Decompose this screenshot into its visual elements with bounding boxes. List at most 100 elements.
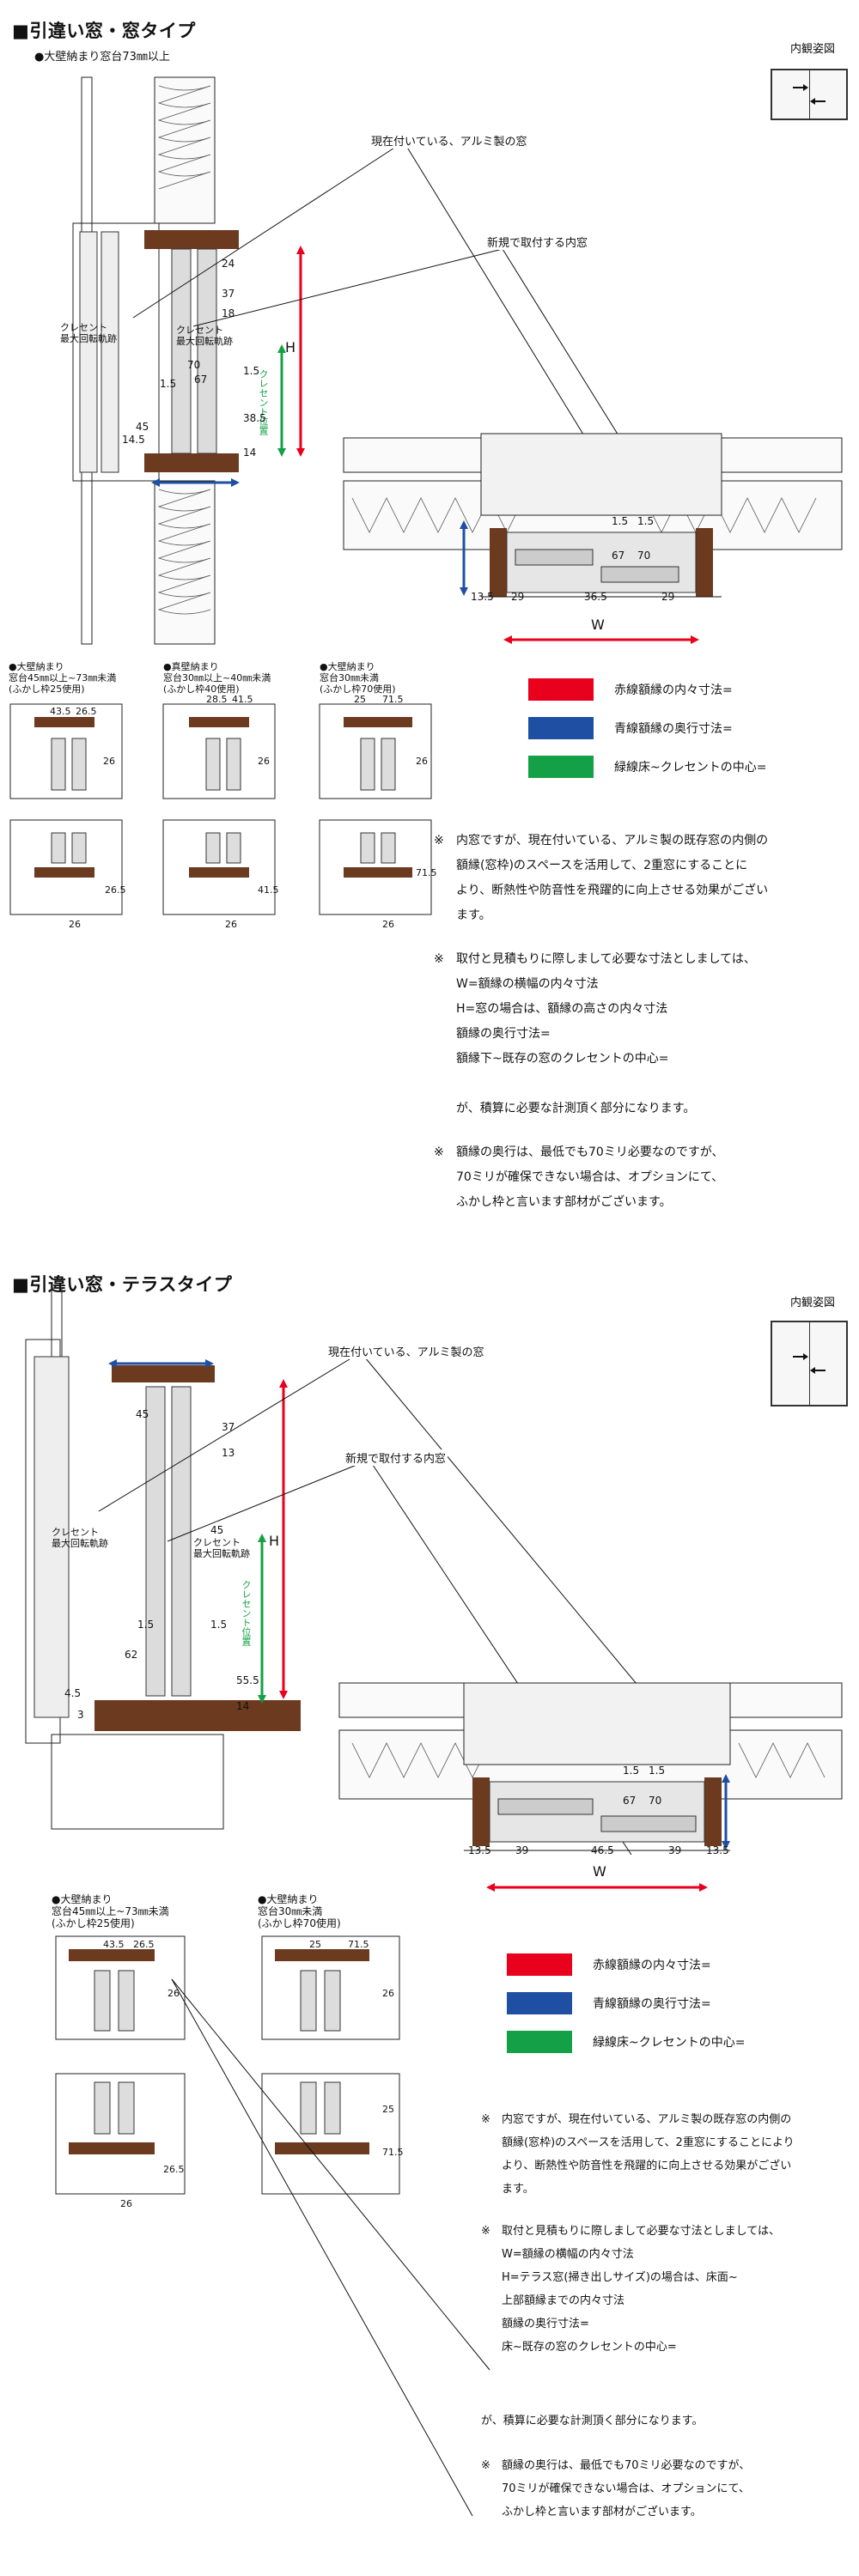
dim-label: 14 xyxy=(236,1700,250,1712)
note-line: 額縁の奥行は、最低でも70ミリ必要なのですが、 xyxy=(502,2459,751,2472)
dim-label: 25 xyxy=(309,1939,321,1950)
section-drawing-2 xyxy=(25,1287,843,2517)
note-line: ふかし枠と言います部材がございます。 xyxy=(456,1195,672,1209)
dim-label: 26.5 xyxy=(133,1939,155,1950)
dim-label: 67 xyxy=(612,550,625,562)
view-label: 内観姿図 xyxy=(790,43,836,56)
dim-label: 41.5 xyxy=(258,884,279,896)
dim-label: 70 xyxy=(649,1795,662,1807)
dim-label: 25 xyxy=(354,694,366,705)
dim-label: 36.5 xyxy=(584,591,607,603)
dim-label: 39 xyxy=(515,1844,529,1856)
dim-label: 26 xyxy=(382,919,394,930)
notes-block: ※ 内窓ですが、現在付いている、アルミ製の既存窓の内側の 額縁(窓枠)のスペース… xyxy=(481,2108,855,2359)
interior-view-icon xyxy=(771,69,848,120)
legend-swatch xyxy=(528,756,594,778)
variant-caption: ●大壁納まり 窓台30㎜未満 (ふかし枠70使用) xyxy=(258,1893,341,1929)
dim-label: 1.5 xyxy=(137,1619,155,1631)
dim-label: 29 xyxy=(661,591,675,603)
note-line: 額縁下~既存の窓のクレセントの中心= xyxy=(456,1052,669,1066)
section-subtitle: ●大壁納まり窓台73㎜以上 xyxy=(34,51,170,64)
crescent-position-label: クレセント位置 xyxy=(258,369,269,435)
note-line: 内窓ですが、現在付いている、アルミ製の既存窓の内側の xyxy=(502,2113,792,2126)
crescent-label-left: クレセント 最大回転軌跡 xyxy=(60,322,117,344)
dim-label: 26.5 xyxy=(105,884,126,896)
dim-W: W xyxy=(591,617,605,633)
dim-label: 4.5 xyxy=(64,1687,82,1699)
note-line: 取付と見積もりに際しまして必要な寸法としましては、 xyxy=(502,2225,780,2238)
note-mark: ※ xyxy=(434,1145,444,1159)
dim-label: 18 xyxy=(222,307,235,319)
note-mark: ※ xyxy=(481,2459,490,2472)
dim-label: 1.5 xyxy=(649,1765,666,1777)
dim-label: 37 xyxy=(222,288,235,300)
dim-label: 1.5 xyxy=(210,1619,228,1631)
note-line: W=額縁の横幅の内々寸法 xyxy=(502,2248,634,2261)
note-summary: が、積算に必要な計測頂く部分になります。 xyxy=(481,2415,704,2427)
dim-label: 43.5 xyxy=(103,1939,125,1950)
note-line: 床~既存の窓のクレセントの中心= xyxy=(502,2341,677,2354)
dim-label: 26 xyxy=(120,2198,132,2209)
note-line: 額縁(窓枠)のスペースを活用して、2重窓にすることにより xyxy=(502,2136,795,2149)
section-drawing-1 xyxy=(9,76,843,915)
legend-blue: 青線額縁の奥行寸法= xyxy=(528,717,733,739)
callout-new-inner-window: 新規で取付する内窓 xyxy=(485,234,590,250)
note-mark: ※ xyxy=(434,834,444,848)
note-line xyxy=(456,1072,756,1097)
legend-swatch xyxy=(507,1992,572,2014)
legend-swatch xyxy=(528,678,594,701)
crescent-label-right: クレセント 最大回転軌跡 xyxy=(193,1537,250,1559)
note-line: より、断熱性や防音性を飛躍的に向上させる効果がござい xyxy=(456,884,769,897)
variant-caption: ●大壁納まり 窓台45㎜以上~73㎜未満 (ふかし枠25使用) xyxy=(9,661,117,695)
dim-label: 70 xyxy=(637,550,651,562)
note-line: H=窓の場合は、額縁の高さの内々寸法 xyxy=(456,1002,668,1016)
dim-label: 24 xyxy=(222,258,235,270)
dim-label: 13.5 xyxy=(468,1844,491,1856)
dim-label: 71.5 xyxy=(416,867,437,878)
slide-arrows-icon xyxy=(793,1353,825,1374)
dim-label: 45 xyxy=(210,1524,224,1536)
note-item: ※ 取付と見積もりに際しまして必要な寸法としましては、 W=額縁の横幅の内々寸法… xyxy=(434,947,855,1121)
dim-label: 71.5 xyxy=(382,694,404,705)
dim-label: 46.5 xyxy=(591,1844,614,1856)
dim-label: 1.5 xyxy=(637,515,655,527)
note-mark: ※ xyxy=(481,2113,490,2126)
crescent-position-label: クレセント位置 xyxy=(241,1580,252,1646)
legend-text: 緑線床~クレセントの中心= xyxy=(593,2036,746,2050)
dim-label: 37 xyxy=(222,1421,235,1433)
note-line: 額縁の奥行は、最低でも70ミリ必要なのですが、 xyxy=(456,1145,724,1159)
note-line: 上部額縁までの内々寸法 xyxy=(502,2294,625,2307)
callout-existing-window: 現在付いている、アルミ製の窓 xyxy=(326,1343,486,1359)
dim-label: 26 xyxy=(225,919,237,930)
legend-text: 緑線床~クレセントの中心= xyxy=(614,761,767,775)
dim-label: 29 xyxy=(511,591,525,603)
dim-label: 41.5 xyxy=(232,694,253,705)
dim-label: 26 xyxy=(69,919,81,930)
note-item: ※ 取付と見積もりに際しまして必要な寸法としましては、 W=額縁の横幅の内々寸法… xyxy=(481,2220,855,2359)
callout-existing-window: 現在付いている、アルミ製の窓 xyxy=(369,132,529,149)
dim-label: 26 xyxy=(416,756,428,767)
dim-label: 26 xyxy=(382,1988,394,1999)
dim-label: 14 xyxy=(243,447,257,459)
dim-label: 39 xyxy=(668,1844,682,1856)
section-terrace-type: ■引違い窓・テラスタイプ 内観姿図 xyxy=(0,1254,859,2576)
view-label: 内観姿図 xyxy=(790,1297,836,1309)
crescent-label-left: クレセント 最大回転軌跡 xyxy=(52,1527,108,1549)
note-mark: ※ xyxy=(434,952,444,966)
dim-label: 26.5 xyxy=(76,706,97,717)
dim-label: 13.5 xyxy=(471,591,494,603)
dim-label: 1.5 xyxy=(612,515,629,527)
legend-text: 赤線額縁の内々寸法= xyxy=(593,1959,711,1972)
legend-text: 赤線額縁の内々寸法= xyxy=(614,683,733,697)
note-line: 額縁(窓枠)のスペースを活用して、2重窓にすることに xyxy=(456,859,748,872)
note-line: ふかし枠と言います部材がございます。 xyxy=(502,2506,702,2518)
dim-label: 26 xyxy=(168,1988,180,1999)
dim-label: 26 xyxy=(103,756,115,767)
dim-label: 1.5 xyxy=(243,365,260,377)
dim-label: 13 xyxy=(222,1447,235,1459)
note-line: 額縁の奥行寸法= xyxy=(502,2318,589,2330)
note-line: 取付と見積もりに際しまして必要な寸法としましては、 xyxy=(456,952,756,966)
dim-label: 45 xyxy=(136,421,149,433)
dim-label: 71.5 xyxy=(348,1939,369,1950)
variant-caption: ●大壁納まり 窓台45㎜以上~73㎜未満 (ふかし枠25使用) xyxy=(52,1893,169,1929)
